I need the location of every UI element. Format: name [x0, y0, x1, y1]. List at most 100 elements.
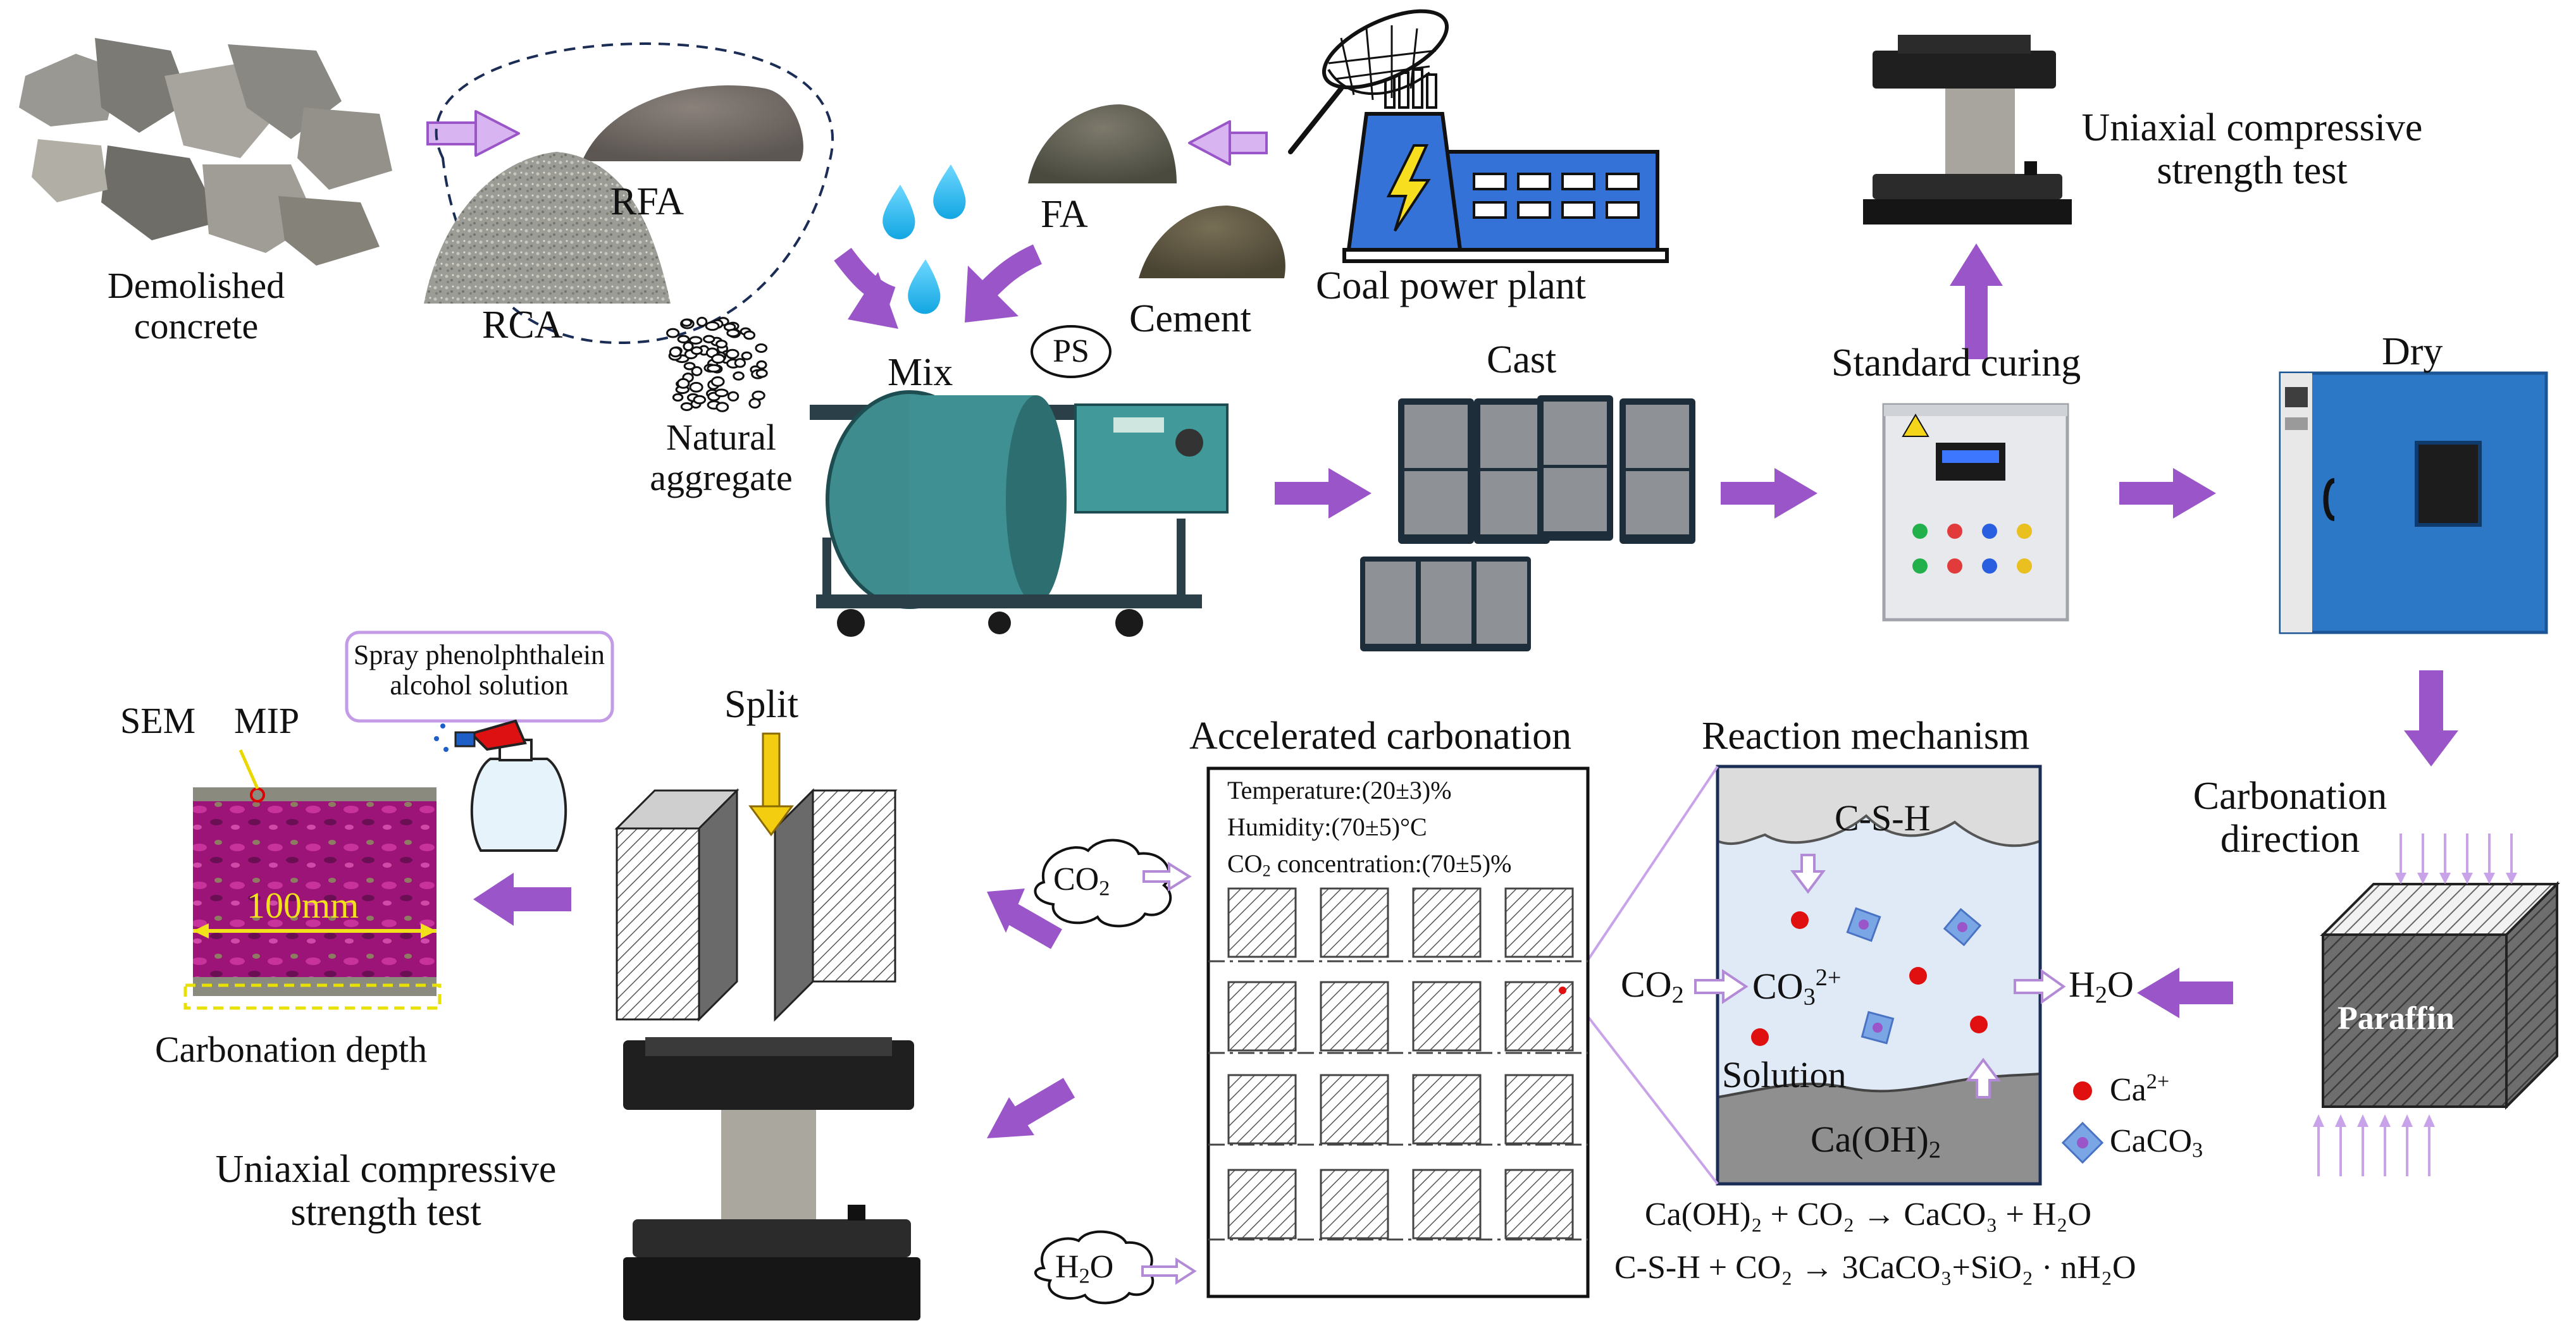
caco3-legend-sub: 3: [2192, 1138, 2203, 1162]
reaction-mechanism-title: Reaction mechanism: [1702, 715, 2030, 758]
arrow-into-mix-right: [965, 244, 1043, 323]
fa-label: FA: [1041, 193, 1088, 236]
standard-curing-label: Standard curing: [1831, 341, 2081, 385]
h2o-cloud: [1034, 1230, 1155, 1305]
net-icon: [1288, 9, 1449, 154]
zoom-lines: [1566, 765, 1719, 1185]
carbonation-chamber: [1206, 766, 1590, 1298]
h2o-out-b: O: [2107, 964, 2134, 1005]
h2o-bubble-sub: 2: [1079, 1264, 1090, 1288]
coal-power-plant-icon: [1342, 68, 1669, 263]
lightning-icon: [1386, 144, 1431, 232]
ucs-bottom-label: Uniaxial compressive strength test: [183, 1148, 588, 1234]
co3-sub: 3: [1803, 983, 1816, 1011]
width-label: 100mm: [247, 885, 359, 926]
paraffin-cube: [2320, 881, 2560, 1110]
ucs-press-bottom: [623, 1037, 920, 1320]
ca-ion-text: Ca: [2110, 1071, 2146, 1108]
carbonation-direction-label: Carbonation direction: [2176, 775, 2404, 861]
co2-conc-a: CO: [1227, 849, 1263, 878]
caco3-legend-icon: [2061, 1121, 2104, 1164]
equation-1: Ca(OH)₂ + CO₂ → CaCO₃ + H₂O: [1645, 1197, 2092, 1233]
reaction-mechanism-panel: [1694, 765, 2066, 1186]
ps-label: PS: [1053, 333, 1089, 369]
ca-ion-sup: 2+: [2146, 1069, 2170, 1093]
spray-callout-box: [345, 631, 614, 723]
fa-mound: [1028, 104, 1177, 183]
natural-aggregate-label: Natural aggregate: [626, 417, 816, 498]
co3-text: CO: [1752, 966, 1804, 1007]
co2-concentration-label: CO2 concentration:(70±5)%: [1227, 850, 1511, 880]
sem-label: SEM: [120, 700, 196, 741]
h2o-out-a: H: [2069, 964, 2095, 1005]
carbonation-direction-arrows: [2313, 834, 2517, 1176]
phenolphthalein-specimen: [183, 749, 442, 1010]
h2o-bubble-b: O: [1089, 1249, 1114, 1285]
carbonation-depth-label: Carbonation depth: [155, 1029, 428, 1070]
h2o-bubble-a: H: [1055, 1249, 1079, 1285]
arrow-split-to-specimen: [473, 873, 571, 926]
curing-chamber-image: [1882, 403, 2069, 622]
ucs-bottom-line2: strength test: [290, 1191, 481, 1234]
arrow-curing-to-ucs: [1950, 243, 2003, 359]
arrow-chamber-to-split: [987, 889, 1062, 949]
co3-label: CO32+: [1752, 964, 1841, 1011]
caoh2-text: Ca(OH): [1811, 1119, 1929, 1160]
humidity-label: Humidity:(70±5)°C: [1227, 813, 1427, 841]
spray-bottle-icon: [434, 719, 567, 852]
mip-label: MIP: [234, 700, 300, 741]
ucs-bottom-line1: Uniaxial compressive: [215, 1148, 557, 1191]
mix-label: Mix: [888, 351, 953, 394]
ucs-top-label: Uniaxial compressive strength test: [2050, 106, 2455, 192]
equation-2: C-S-H + CO₂ → 3CaCO₃+SiO₂ · nH₂O: [1614, 1250, 2136, 1286]
caco3-legend-label: CaCO3: [2110, 1123, 2203, 1162]
spray-label-line1: Spray phenolphthalein: [353, 639, 605, 670]
co2-cloud: [1034, 839, 1172, 928]
spray-label: Spray phenolphthalein alcohol solution: [351, 639, 607, 701]
water-drop-icon: [882, 164, 966, 314]
rca-label: RCA: [482, 304, 563, 347]
h2o-out-label: H2O: [2069, 964, 2134, 1009]
h2o-inlet-arrow: [1141, 1257, 1197, 1285]
dry-label: Dry: [2382, 330, 2443, 373]
csh-label: C-S-H: [1835, 797, 1931, 839]
recycled-aggregate-group: [435, 42, 834, 344]
natural-label-line2: aggregate: [650, 457, 793, 498]
co3-sup: 2+: [1815, 964, 1842, 991]
ucs-top-line1: Uniaxial compressive: [2081, 106, 2423, 149]
spray-label-line2: alcohol solution: [390, 670, 569, 701]
caoh2-label: Ca(OH)2: [1811, 1119, 1941, 1164]
co2-conc-b: concentration:(70±5)%: [1270, 849, 1512, 878]
rca-mound: [424, 152, 671, 304]
arrow-plant-to-fa: [1188, 120, 1268, 166]
co2-inlet-arrow: [1142, 861, 1192, 892]
h2o-out-sub: 2: [2095, 981, 2108, 1009]
co2-in-sub: 2: [1671, 981, 1684, 1009]
arrow-chamber-to-ucs: [987, 1078, 1075, 1138]
ca-legend-dot: [2073, 1081, 2092, 1100]
arrow-curing-to-dry: [2119, 468, 2216, 519]
arrow-into-mix-left: [834, 247, 898, 329]
natural-aggregate-icon: [666, 316, 768, 412]
demolished-concrete-image: [19, 38, 392, 266]
cast-molds-image: [1360, 395, 1695, 651]
yellow-arrow-icon: [748, 732, 794, 837]
co2-bubble-label: CO2: [1053, 861, 1110, 901]
co2-in-text: CO: [1621, 964, 1672, 1005]
ps-ellipse: [1031, 325, 1112, 378]
demolished-label: Demolished concrete: [95, 266, 297, 347]
accelerated-carbonation-title: Accelerated carbonation: [1189, 715, 1572, 758]
co2-conc-sub: 2: [1262, 861, 1271, 880]
coal-plant-label: Coal power plant: [1316, 264, 1587, 307]
demolished-label-line2: concrete: [133, 305, 259, 347]
co2-bubble-sub: 2: [1099, 876, 1110, 901]
cement-mound: [1139, 206, 1285, 278]
natural-label-line1: Natural: [666, 417, 776, 458]
ca-ion-label: Ca2+: [2110, 1069, 2170, 1108]
rfa-mound: [582, 85, 803, 161]
h2o-bubble-label: H2O: [1055, 1249, 1113, 1288]
co2-bubble-text: CO: [1053, 861, 1099, 897]
co2-in-label: CO2: [1621, 964, 1684, 1009]
arrow-paraffin-to-reaction: [2137, 968, 2233, 1018]
